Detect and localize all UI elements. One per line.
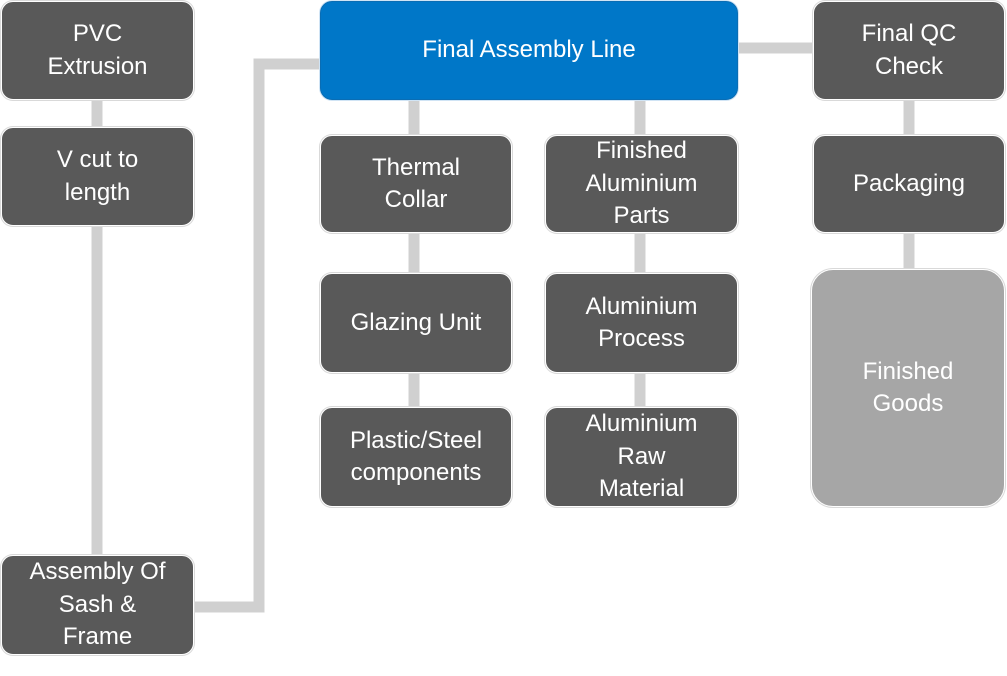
connector-assembly-finalline [193, 58, 322, 613]
node-final-assembly-line: Final Assembly Line [320, 1, 738, 100]
node-pvc-extrusion: PVC Extrusion [1, 1, 194, 100]
node-finished-aluminium-parts: Finished Aluminium Parts [545, 135, 738, 233]
node-final-qc-check: Final QC Check [813, 1, 1005, 100]
node-glazing-unit: Glazing Unit [320, 273, 512, 373]
node-assembly-sash-frame: Assembly Of Sash & Frame [1, 555, 194, 655]
node-aluminium-process: Aluminium Process [545, 273, 738, 373]
node-aluminium-raw-material: Aluminium Raw Material [545, 407, 738, 507]
node-v-cut-to-length: V cut to length [1, 127, 194, 226]
node-finished-goods: Finished Goods [811, 269, 1005, 507]
node-thermal-collar: Thermal Collar [320, 135, 512, 233]
node-packaging: Packaging [813, 135, 1005, 233]
node-plastic-steel-components: Plastic/Steel components [320, 407, 512, 507]
